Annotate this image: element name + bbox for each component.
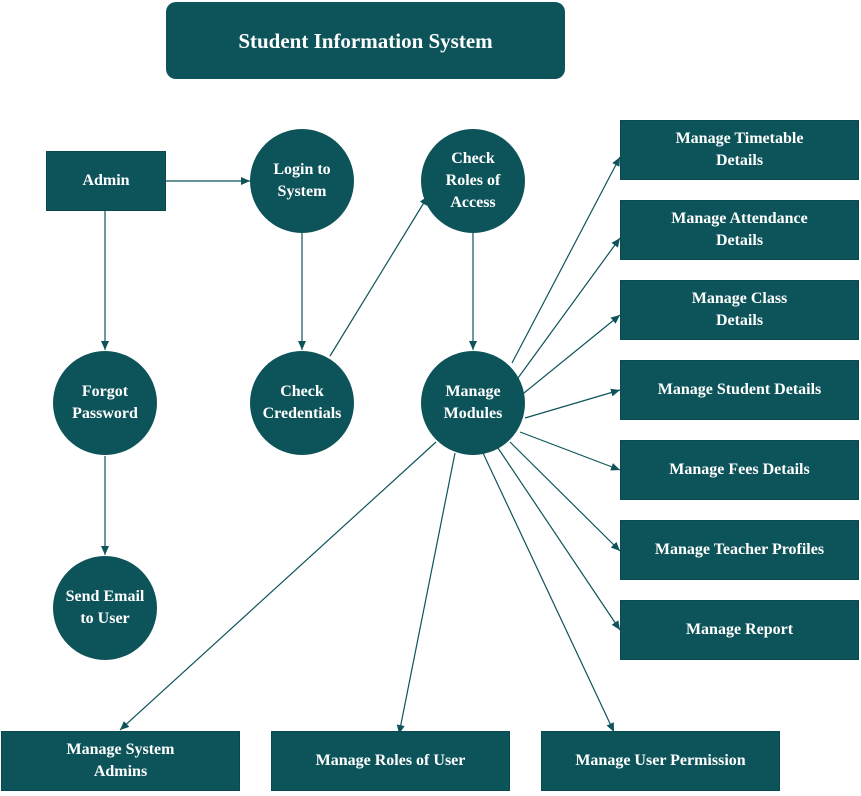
node-manage-user-permission: Manage User Permission	[541, 731, 780, 791]
node-forgot-password: Forgot Password	[53, 351, 157, 455]
diagram-title: Student Information System	[166, 2, 565, 79]
edge-modules-teacher-profiles	[509, 441, 621, 552]
edge-modules-user-permission	[482, 452, 615, 733]
edge-modules-student-details	[524, 388, 621, 419]
node-manage-class-details: Manage Class Details	[620, 280, 859, 340]
node-manage-timetable-details: Manage Timetable Details	[620, 120, 859, 180]
edge-modules-roles-of-user	[396, 452, 456, 735]
edge-modules-report	[497, 447, 621, 631]
node-manage-modules: Manage Modules	[421, 351, 525, 455]
edge-modules-system-admins	[119, 441, 437, 731]
edge-modules-timetable	[511, 156, 621, 364]
node-manage-roles-of-user: Manage Roles of User	[271, 731, 510, 791]
node-manage-teacher-profiles: Manage Teacher Profiles	[620, 520, 859, 580]
node-manage-attendance-details: Manage Attendance Details	[620, 200, 859, 260]
node-login-to-system: Login to System	[250, 129, 354, 233]
node-check-credentials: Check Credentials	[250, 351, 354, 455]
node-send-email-to-user: Send Email to User	[53, 556, 157, 660]
edge-check-credentials-check-roles	[329, 195, 429, 357]
node-check-roles-of-access: Check Roles of Access	[421, 129, 525, 233]
node-manage-report: Manage Report	[620, 600, 859, 660]
node-manage-system-admins: Manage System Admins	[1, 731, 240, 791]
node-manage-fees-details: Manage Fees Details	[620, 440, 859, 500]
node-manage-student-details: Manage Student Details	[620, 360, 859, 420]
node-admin: Admin	[46, 151, 166, 211]
edge-modules-class-details	[523, 314, 621, 394]
edge-modules-fees-details	[519, 431, 621, 471]
edge-modules-attendance	[517, 237, 621, 379]
